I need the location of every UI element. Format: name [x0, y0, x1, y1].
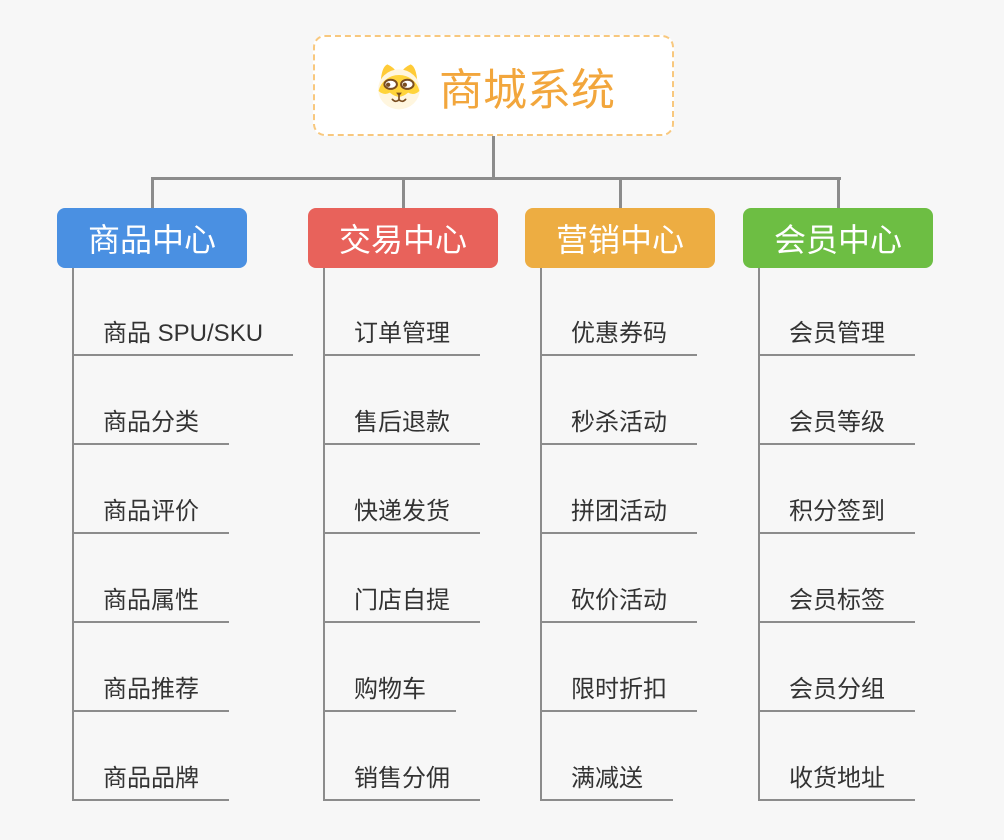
child-node[interactable]: 秒杀活动 — [540, 408, 697, 445]
branch-label: 会员中心 — [773, 222, 902, 258]
child-node[interactable]: 会员分组 — [758, 675, 915, 712]
child-label: 积分签到 — [789, 498, 885, 525]
child-label: 会员分组 — [789, 676, 885, 703]
child-label: 会员等级 — [789, 409, 885, 436]
branch-member-center: 会员中心 会员管理会员等级积分签到会员标签会员分组收货地址 — [743, 177, 1004, 808]
child-node[interactable]: 会员等级 — [758, 408, 915, 445]
branch-vertical-line — [72, 268, 74, 801]
child-node[interactable]: 优惠券码 — [540, 319, 697, 356]
child-label: 收货地址 — [789, 765, 885, 792]
child-label: 销售分佣 — [354, 765, 450, 792]
connector-branch-drop — [619, 177, 622, 208]
branch-trade-center: 交易中心 订单管理售后退款快递发货门店自提购物车销售分佣 — [308, 177, 618, 808]
branch-header-trade-center[interactable]: 交易中心 — [308, 208, 498, 268]
branch-vertical-line — [758, 268, 760, 801]
child-node[interactable]: 商品推荐 — [72, 675, 229, 712]
branch-vertical-line — [540, 268, 542, 801]
root-node[interactable]: 商城系统 — [313, 35, 674, 136]
child-node[interactable]: 限时折扣 — [540, 675, 697, 712]
child-node[interactable]: 积分签到 — [758, 497, 915, 534]
connector-branch-drop — [151, 177, 154, 208]
connector-branch-drop — [837, 177, 840, 208]
child-label: 购物车 — [354, 676, 426, 703]
child-label: 秒杀活动 — [571, 409, 667, 436]
child-label: 限时折扣 — [571, 676, 667, 703]
child-label: 商品 SPU/SKU — [103, 320, 264, 347]
branch-header-product-center[interactable]: 商品中心 — [57, 208, 247, 268]
child-label: 售后退款 — [354, 409, 450, 436]
child-node[interactable]: 订单管理 — [323, 319, 480, 356]
child-node[interactable]: 会员管理 — [758, 319, 915, 356]
child-node[interactable]: 商品品牌 — [72, 764, 229, 801]
child-label: 快递发货 — [354, 498, 450, 525]
child-node[interactable]: 售后退款 — [323, 408, 480, 445]
child-node[interactable]: 商品分类 — [72, 408, 229, 445]
child-node[interactable]: 商品属性 — [72, 586, 229, 623]
child-node[interactable]: 拼团活动 — [540, 497, 697, 534]
child-label: 商品品牌 — [103, 765, 199, 792]
child-node[interactable]: 商品评价 — [72, 497, 229, 534]
child-label: 商品评价 — [103, 498, 199, 525]
child-label: 砍价活动 — [571, 587, 667, 614]
branch-label: 营销中心 — [555, 222, 684, 258]
branch-product-center: 商品中心 商品 SPU/SKU 商品分类商品评价商品属性商品推荐商品品牌 — [57, 177, 367, 808]
child-label: 商品属性 — [103, 587, 199, 614]
child-label: 商品推荐 — [103, 676, 199, 703]
connector-branch-drop — [402, 177, 405, 208]
dog-face-icon — [378, 63, 420, 109]
child-node[interactable]: 商品 SPU/SKU — [72, 319, 294, 356]
root-title: 商城系统 — [439, 65, 615, 115]
connector-root-stem — [492, 136, 495, 178]
child-node[interactable]: 收货地址 — [758, 764, 915, 801]
child-node[interactable]: 快递发货 — [323, 497, 480, 534]
child-node[interactable]: 砍价活动 — [540, 586, 697, 623]
child-label: 商品分类 — [103, 409, 199, 436]
child-label: 拼团活动 — [571, 498, 667, 525]
child-label: 满减送 — [571, 765, 643, 792]
branch-label: 交易中心 — [338, 222, 467, 258]
child-node[interactable]: 销售分佣 — [323, 764, 480, 801]
child-label: 门店自提 — [354, 587, 450, 614]
child-label: 优惠券码 — [571, 320, 667, 347]
branch-header-marketing-center[interactable]: 营销中心 — [525, 208, 715, 268]
branch-header-member-center[interactable]: 会员中心 — [743, 208, 933, 268]
child-node[interactable]: 门店自提 — [323, 586, 480, 623]
child-label: 会员管理 — [789, 320, 885, 347]
child-label: 订单管理 — [354, 320, 450, 347]
connector-horizontal-bar — [151, 177, 841, 180]
branch-vertical-line — [323, 268, 325, 801]
child-label: 会员标签 — [789, 587, 885, 614]
branch-marketing-center: 营销中心 优惠券码秒杀活动拼团活动砍价活动限时折扣满减送 — [525, 177, 835, 808]
child-node[interactable]: 会员标签 — [758, 586, 915, 623]
child-node[interactable]: 满减送 — [540, 764, 673, 801]
child-node[interactable]: 购物车 — [323, 675, 456, 712]
branch-label: 商品中心 — [87, 222, 216, 258]
